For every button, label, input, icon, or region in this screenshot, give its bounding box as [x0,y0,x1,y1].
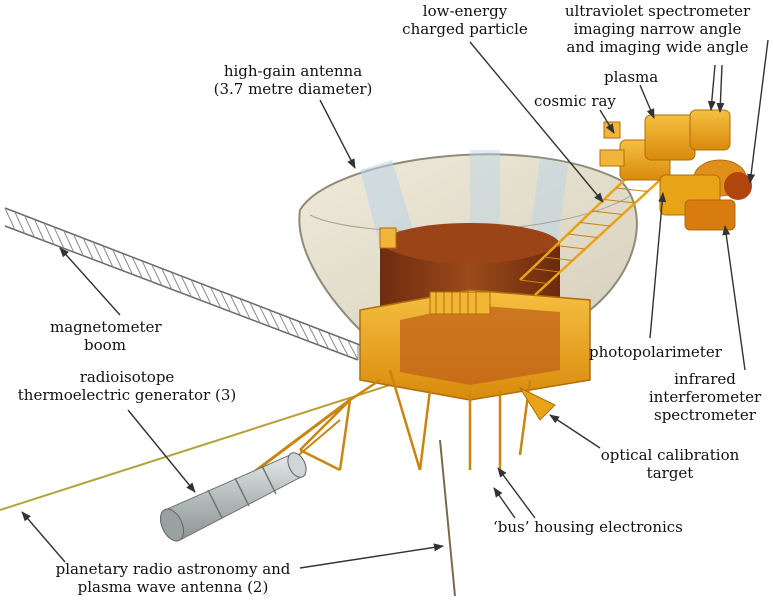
leader-bus-a [497,467,536,519]
scan-platform [379,109,752,249]
leader-magnetometer [59,247,121,316]
label-rtg-line2: thermoelectric generator (3) [17,386,237,404]
label-infrared-line2: interferometer [648,388,762,406]
label-infrared: infrared interferometer spectrometer [640,370,770,424]
radio-antenna-down [439,439,456,597]
leader-radio-down [299,543,444,569]
label-optical-calibration: optical calibration target [590,446,750,482]
label-rtg: radioisotope thermoelectric generator (3… [12,368,242,404]
label-plasma: plasma [604,68,659,86]
callout-lines [21,39,769,569]
label-optical-line2: target [646,464,694,482]
leader-uv-wide [716,64,725,113]
label-high-gain: high-gain antenna (3.7 metre diameter) [208,62,378,98]
label-radio-line1: planetary radio astronomy and [55,560,291,578]
leader-plasma [639,84,655,119]
label-magnetometer-line1: magnetometer [50,318,162,336]
label-infrared-line3: spectrometer [654,406,756,424]
leader-bus-b [493,487,516,519]
label-photopolarimeter: photopolarimeter [589,343,722,361]
label-radio-line2: plasma wave antenna (2) [77,578,269,596]
label-uv-line1: ultraviolet spectrometer [564,2,751,20]
rtg-assembly [159,398,351,542]
leader-top-right [747,39,769,184]
leader-cosmic-ray [599,109,615,134]
leader-uv-narrow [707,64,716,111]
radio-antenna-left [0,384,391,511]
label-cosmic-ray: cosmic ray [534,92,616,110]
label-high-gain-line1: high-gain antenna [223,62,363,80]
leader-optical [549,414,601,449]
label-optical-line1: optical calibration [600,446,740,464]
leader-rtg [127,409,196,493]
label-magnetometer-line2: boom [84,336,126,354]
leader-infrared [722,225,746,371]
label-high-gain-line2: (3.7 metre diameter) [213,80,373,98]
label-low-energy-line2: charged particle [402,20,528,38]
label-magnetometer: magnetometer boom [50,318,162,354]
label-uv-line2: imaging narrow angle [573,20,742,38]
label-low-energy: low-energy charged particle [395,2,535,38]
leader-low-energy [469,41,604,203]
leader-radio-left [21,511,66,563]
spacecraft-bus [299,223,591,472]
label-rtg-line1: radioisotope [79,368,175,386]
label-bus-housing: ‘bus’ housing electronics [493,518,683,536]
leader-photopolarimeter [649,192,667,339]
label-low-energy-line1: low-energy [422,2,508,20]
label-planetary-radio: planetary radio astronomy and plasma wav… [28,560,318,596]
label-uv-spectrometer: ultraviolet spectrometer imaging narrow … [555,2,760,56]
label-infrared-line1: infrared [674,370,736,388]
leader-high-gain [319,99,356,169]
label-uv-line3: and imaging wide angle [566,38,749,56]
